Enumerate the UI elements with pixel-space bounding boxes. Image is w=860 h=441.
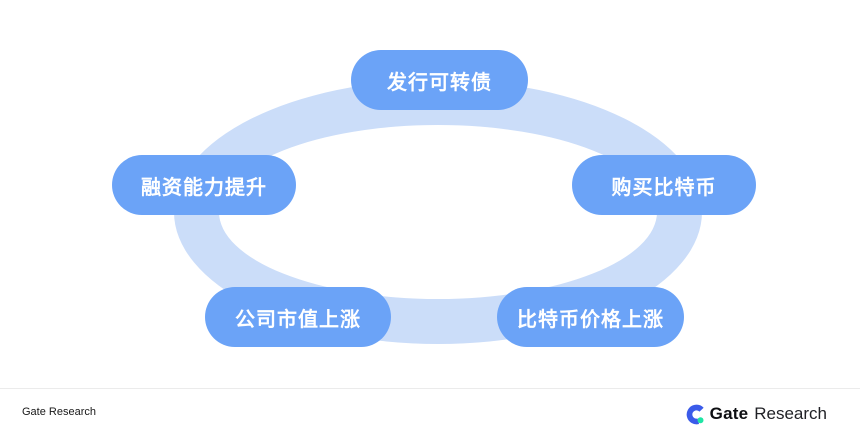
gate-logo-icon [686,404,706,424]
node-bitcoin-price-rises: 比特币价格上涨 [497,287,684,347]
node-company-market-cap-rises: 公司市值上涨 [205,287,391,347]
node-financing-capacity-up: 融资能力提升 [112,155,296,215]
node-issue-convertible-bonds: 发行可转债 [351,50,528,110]
gate-research-logo: Gate Research [686,401,827,427]
logo-brand-text: Gate [709,404,749,423]
footer-watermark: Gate Research [22,406,96,418]
node-buy-bitcoin: 购买比特币 [572,155,756,215]
footer-divider [0,388,860,389]
logo-suffix-text: Research [754,404,827,423]
